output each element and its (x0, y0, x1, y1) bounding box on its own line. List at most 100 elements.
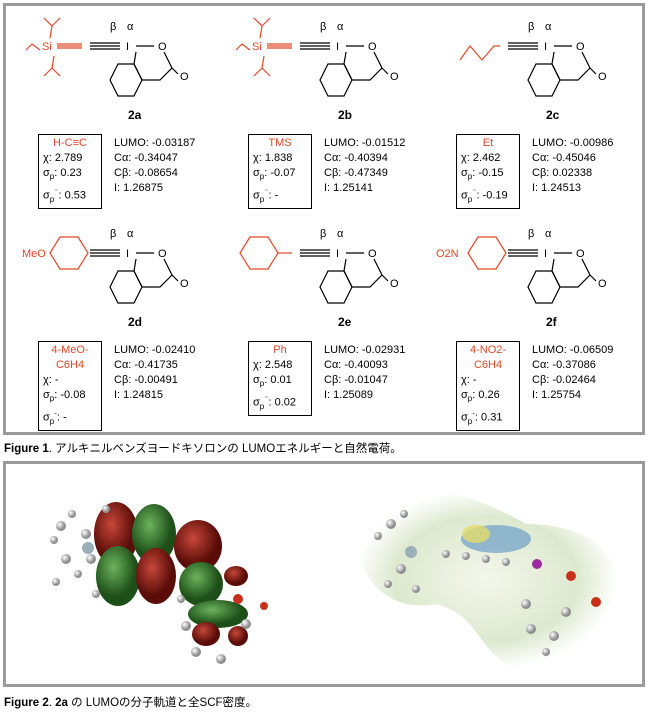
charge-line: LUMO: -0.06509 (532, 344, 614, 356)
charge-line: Cβ: 0.02338 (532, 167, 593, 179)
svg-text:O: O (368, 248, 377, 260)
parameter-line: σp⁻: 0.02 (253, 394, 297, 412)
charge-line: LUMO: -0.03187 (114, 137, 196, 149)
charge-line: I: 1.26875 (114, 182, 163, 194)
svg-text:O: O (598, 278, 607, 290)
parameter-line: σp: 0.23 (43, 167, 82, 182)
parameter-line: σp: -0.08 (43, 389, 86, 404)
parameter-line: σp-: 0.31 (461, 409, 503, 427)
svg-text:I: I (126, 248, 129, 260)
charge-line: Cα: -0.40093 (324, 359, 388, 371)
charge-line: I: 1.24815 (114, 389, 163, 401)
parameter-line: χ: 1.838 (253, 152, 293, 164)
parameter-line: χ: - (43, 374, 59, 386)
svg-text:β: β (320, 21, 326, 33)
substituent-prefix: MeO (22, 248, 46, 260)
parameter-line: σp⁻: 0.53 (43, 187, 87, 205)
charge-line: I: 1.25089 (324, 389, 373, 401)
substituent-name: 4-MeO-C6H4 (51, 344, 89, 371)
charge-line: Cα: -0.45046 (532, 152, 596, 164)
figure-1-panel (3, 3, 645, 435)
svg-text:I: I (544, 41, 547, 53)
si-label: Si (42, 41, 52, 53)
svg-text:β: β (110, 228, 116, 240)
svg-text:β: β (110, 21, 116, 33)
parameter-line: σp: 0.26 (461, 389, 500, 404)
parameter-line: σp⁻: -0.19 (461, 187, 508, 205)
svg-text:O: O (180, 71, 189, 83)
charge-line: Cβ: -0.00491 (114, 374, 178, 386)
svg-text:O: O (390, 278, 399, 290)
svg-text:α: α (545, 228, 552, 240)
svg-text:I: I (544, 248, 547, 260)
parameter-line: χ: 2.548 (253, 359, 293, 371)
svg-text:α: α (545, 21, 552, 33)
svg-text:O: O (576, 41, 585, 53)
compound-label: 2b (338, 108, 353, 122)
charge-line: Cα: -0.37086 (532, 359, 596, 371)
charge-line: Cα: -0.41735 (114, 359, 178, 371)
svg-text:O: O (390, 71, 399, 83)
charge-line: I: 1.24513 (532, 182, 581, 194)
substituent-name: Ph (273, 344, 287, 356)
orbital-images (50, 489, 618, 670)
svg-text:α: α (127, 228, 134, 240)
compound-label: 2c (546, 108, 560, 122)
compound-label: 2d (128, 315, 143, 329)
parameter-line: χ: - (461, 374, 477, 386)
figure-1-caption: Figure 1. アルキニルベンズヨードキソロンの LUMOエネルギーと自然電… (4, 443, 402, 455)
svg-text:I: I (126, 41, 129, 53)
charge-line: Cβ: -0.08654 (114, 167, 178, 179)
lumo-orbital-image (50, 502, 268, 664)
parameter-line: σp: -0.15 (461, 167, 504, 182)
scf-density-image (354, 489, 618, 670)
charge-line: I: 1.25141 (324, 182, 373, 194)
charge-line: Cβ: -0.01047 (324, 374, 388, 386)
svg-text:O: O (576, 248, 585, 260)
compound-label: 2e (338, 315, 352, 329)
svg-text:O: O (158, 248, 167, 260)
si-label: Si (252, 41, 262, 53)
substituent-name: TMS (268, 137, 292, 149)
charge-line: LUMO: -0.02931 (324, 344, 406, 356)
substituent-box: Ph χ: 2.548 σp: 0.01 σp⁻: 0.02 (248, 341, 312, 417)
svg-text:α: α (337, 21, 344, 33)
parameter-line: σp⁻: - (253, 187, 279, 205)
compound-label: 2f (546, 315, 557, 329)
compound-label: 2a (128, 108, 142, 122)
svg-text:α: α (127, 21, 134, 33)
svg-text:O: O (368, 41, 377, 53)
svg-text:I: I (336, 41, 339, 53)
svg-text:β: β (320, 228, 326, 240)
svg-text:I: I (336, 248, 339, 260)
svg-text:β: β (528, 228, 534, 240)
parameter-line: χ: 2.789 (43, 152, 83, 164)
substituent-name: Et (482, 137, 494, 149)
charge-line: LUMO: -0.02410 (114, 344, 196, 356)
charge-line: Cβ: -0.47349 (324, 167, 388, 179)
parameter-line: σp-: - (43, 409, 67, 427)
parameter-line: σp: 0.01 (253, 374, 292, 389)
charge-line: Cα: -0.40394 (324, 152, 388, 164)
figure-2-caption: Figure 2. 2a の LUMOの分子軌道と全SCF密度。 (4, 697, 258, 709)
